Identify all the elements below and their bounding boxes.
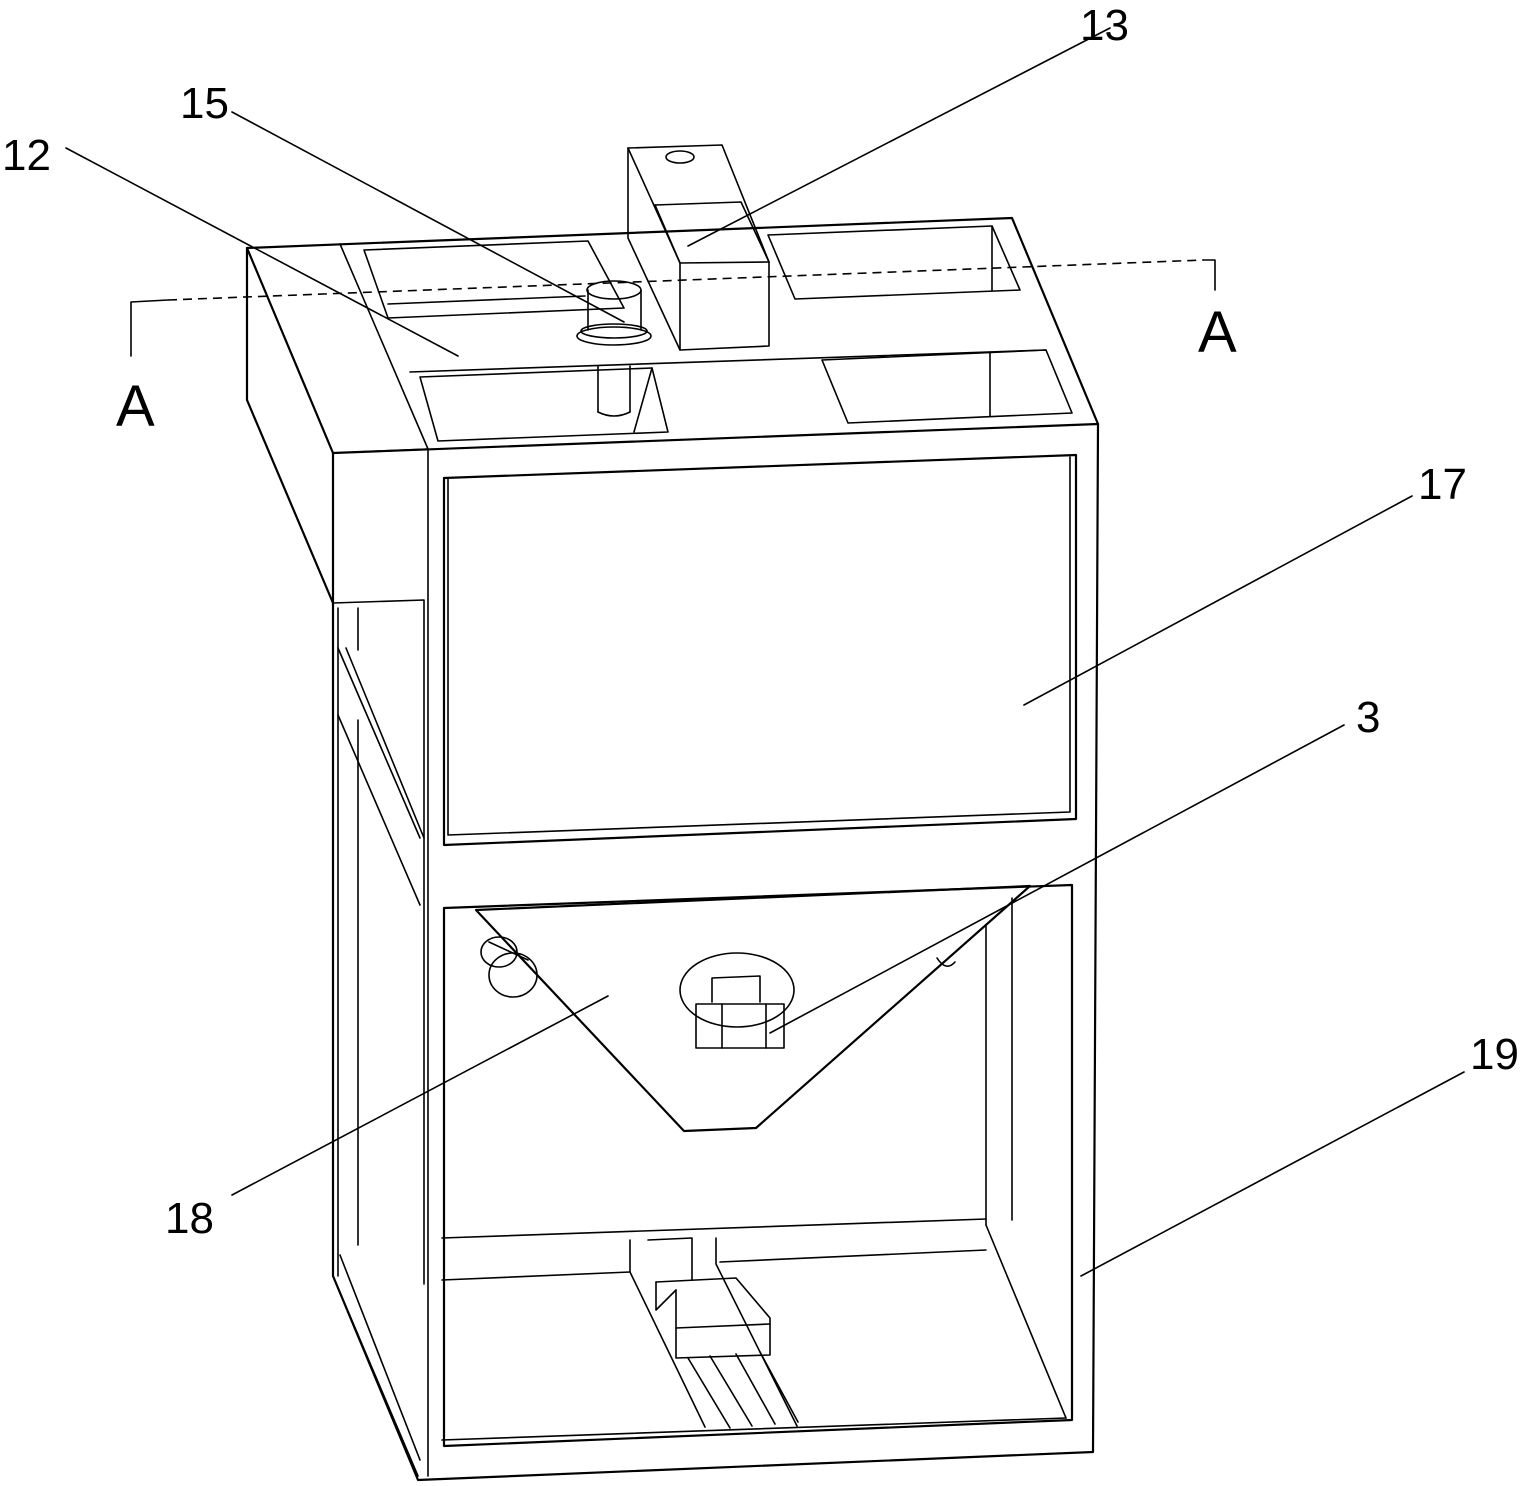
section-line-a-a	[130, 259, 1216, 357]
section-mark-left: A	[116, 374, 155, 439]
reference-numerals: 13 15 12 17 3 19 18	[2, 1, 1519, 1243]
leader-lines	[65, 27, 1465, 1277]
section-marks: A A	[116, 300, 1237, 439]
upper-panel-17	[442, 453, 1078, 847]
label-19: 19	[1470, 1030, 1519, 1079]
section-mark-right: A	[1198, 300, 1237, 365]
label-3: 3	[1356, 693, 1380, 742]
top-openings	[363, 225, 1073, 442]
side-frame	[332, 599, 425, 1477]
motor-15	[576, 280, 652, 417]
label-13: 13	[1080, 1, 1129, 50]
label-15: 15	[180, 79, 229, 128]
label-18: 18	[165, 1194, 214, 1243]
hopper-18	[474, 884, 1032, 1133]
label-17: 17	[1418, 460, 1467, 509]
lower-frame	[441, 883, 1074, 1448]
cabinet-body	[245, 216, 1100, 1482]
side-roller	[480, 936, 956, 998]
feed-box-13	[627, 144, 770, 351]
label-12: 12	[2, 131, 51, 180]
bottom-drawers	[441, 1237, 1067, 1441]
vibrator-3	[679, 952, 795, 1049]
